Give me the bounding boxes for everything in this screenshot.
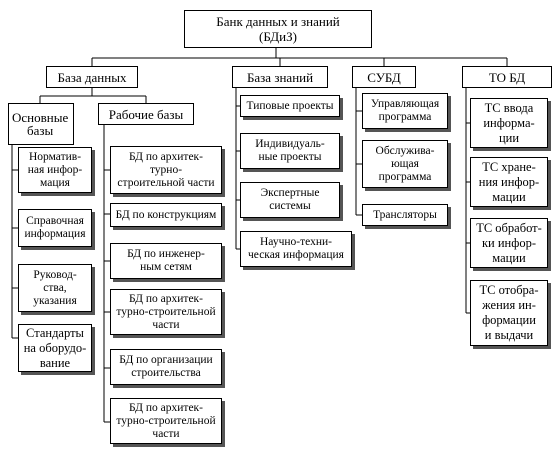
main-bases-title: Основные базы [8, 103, 74, 145]
category-knowledge-base: База знаний [232, 66, 328, 88]
work-base-item: БД по инженер- ным сетям [110, 243, 222, 279]
root-box: Банк данных и знаний (БДиЗ) [184, 10, 372, 48]
work-base-item: БД по организации строительства [110, 349, 222, 385]
work-bases-title: Рабочие базы [98, 103, 194, 125]
db-software-item: ТС обработ- ки инфор- мации [470, 218, 548, 268]
dbms-item: Обслужива- ющая программа [362, 140, 448, 188]
main-base-item: Руковод- ства, указания [18, 264, 92, 312]
work-base-item: БД по архитек- турно-строительной части [110, 289, 222, 335]
dbms-item: Трансляторы [362, 204, 448, 226]
knowledge-base-item: Экспертные системы [240, 182, 340, 218]
knowledge-base-item: Индивидуаль- ные проекты [240, 133, 340, 169]
knowledge-base-item: Типовые проекты [240, 95, 340, 117]
dbms-item: Управляющая программа [362, 93, 448, 129]
main-base-item: Стандарты на оборудо- вание [18, 324, 92, 372]
db-software-item: ТС ввода информа- ции [470, 98, 548, 148]
work-base-item: БД по архитек- турно- строительной части [110, 146, 222, 194]
main-base-item: Норматив- ная инфор- мация [18, 147, 92, 193]
work-base-item: БД по архитек- турно-строительной части [110, 398, 222, 444]
db-software-item: ТС хране- ния инфор- мации [470, 157, 548, 207]
db-software-item: ТС отобра- жения ин- формации и выдачи [470, 280, 548, 346]
category-database: База данных [46, 66, 138, 88]
category-dbms: СУБД [352, 66, 416, 88]
main-base-item: Справочная информация [18, 209, 92, 247]
category-db-software: ТО БД [462, 66, 552, 88]
work-base-item: БД по конструкциям [110, 203, 222, 227]
knowledge-base-item: Научно-техни- ческая информация [240, 231, 352, 267]
